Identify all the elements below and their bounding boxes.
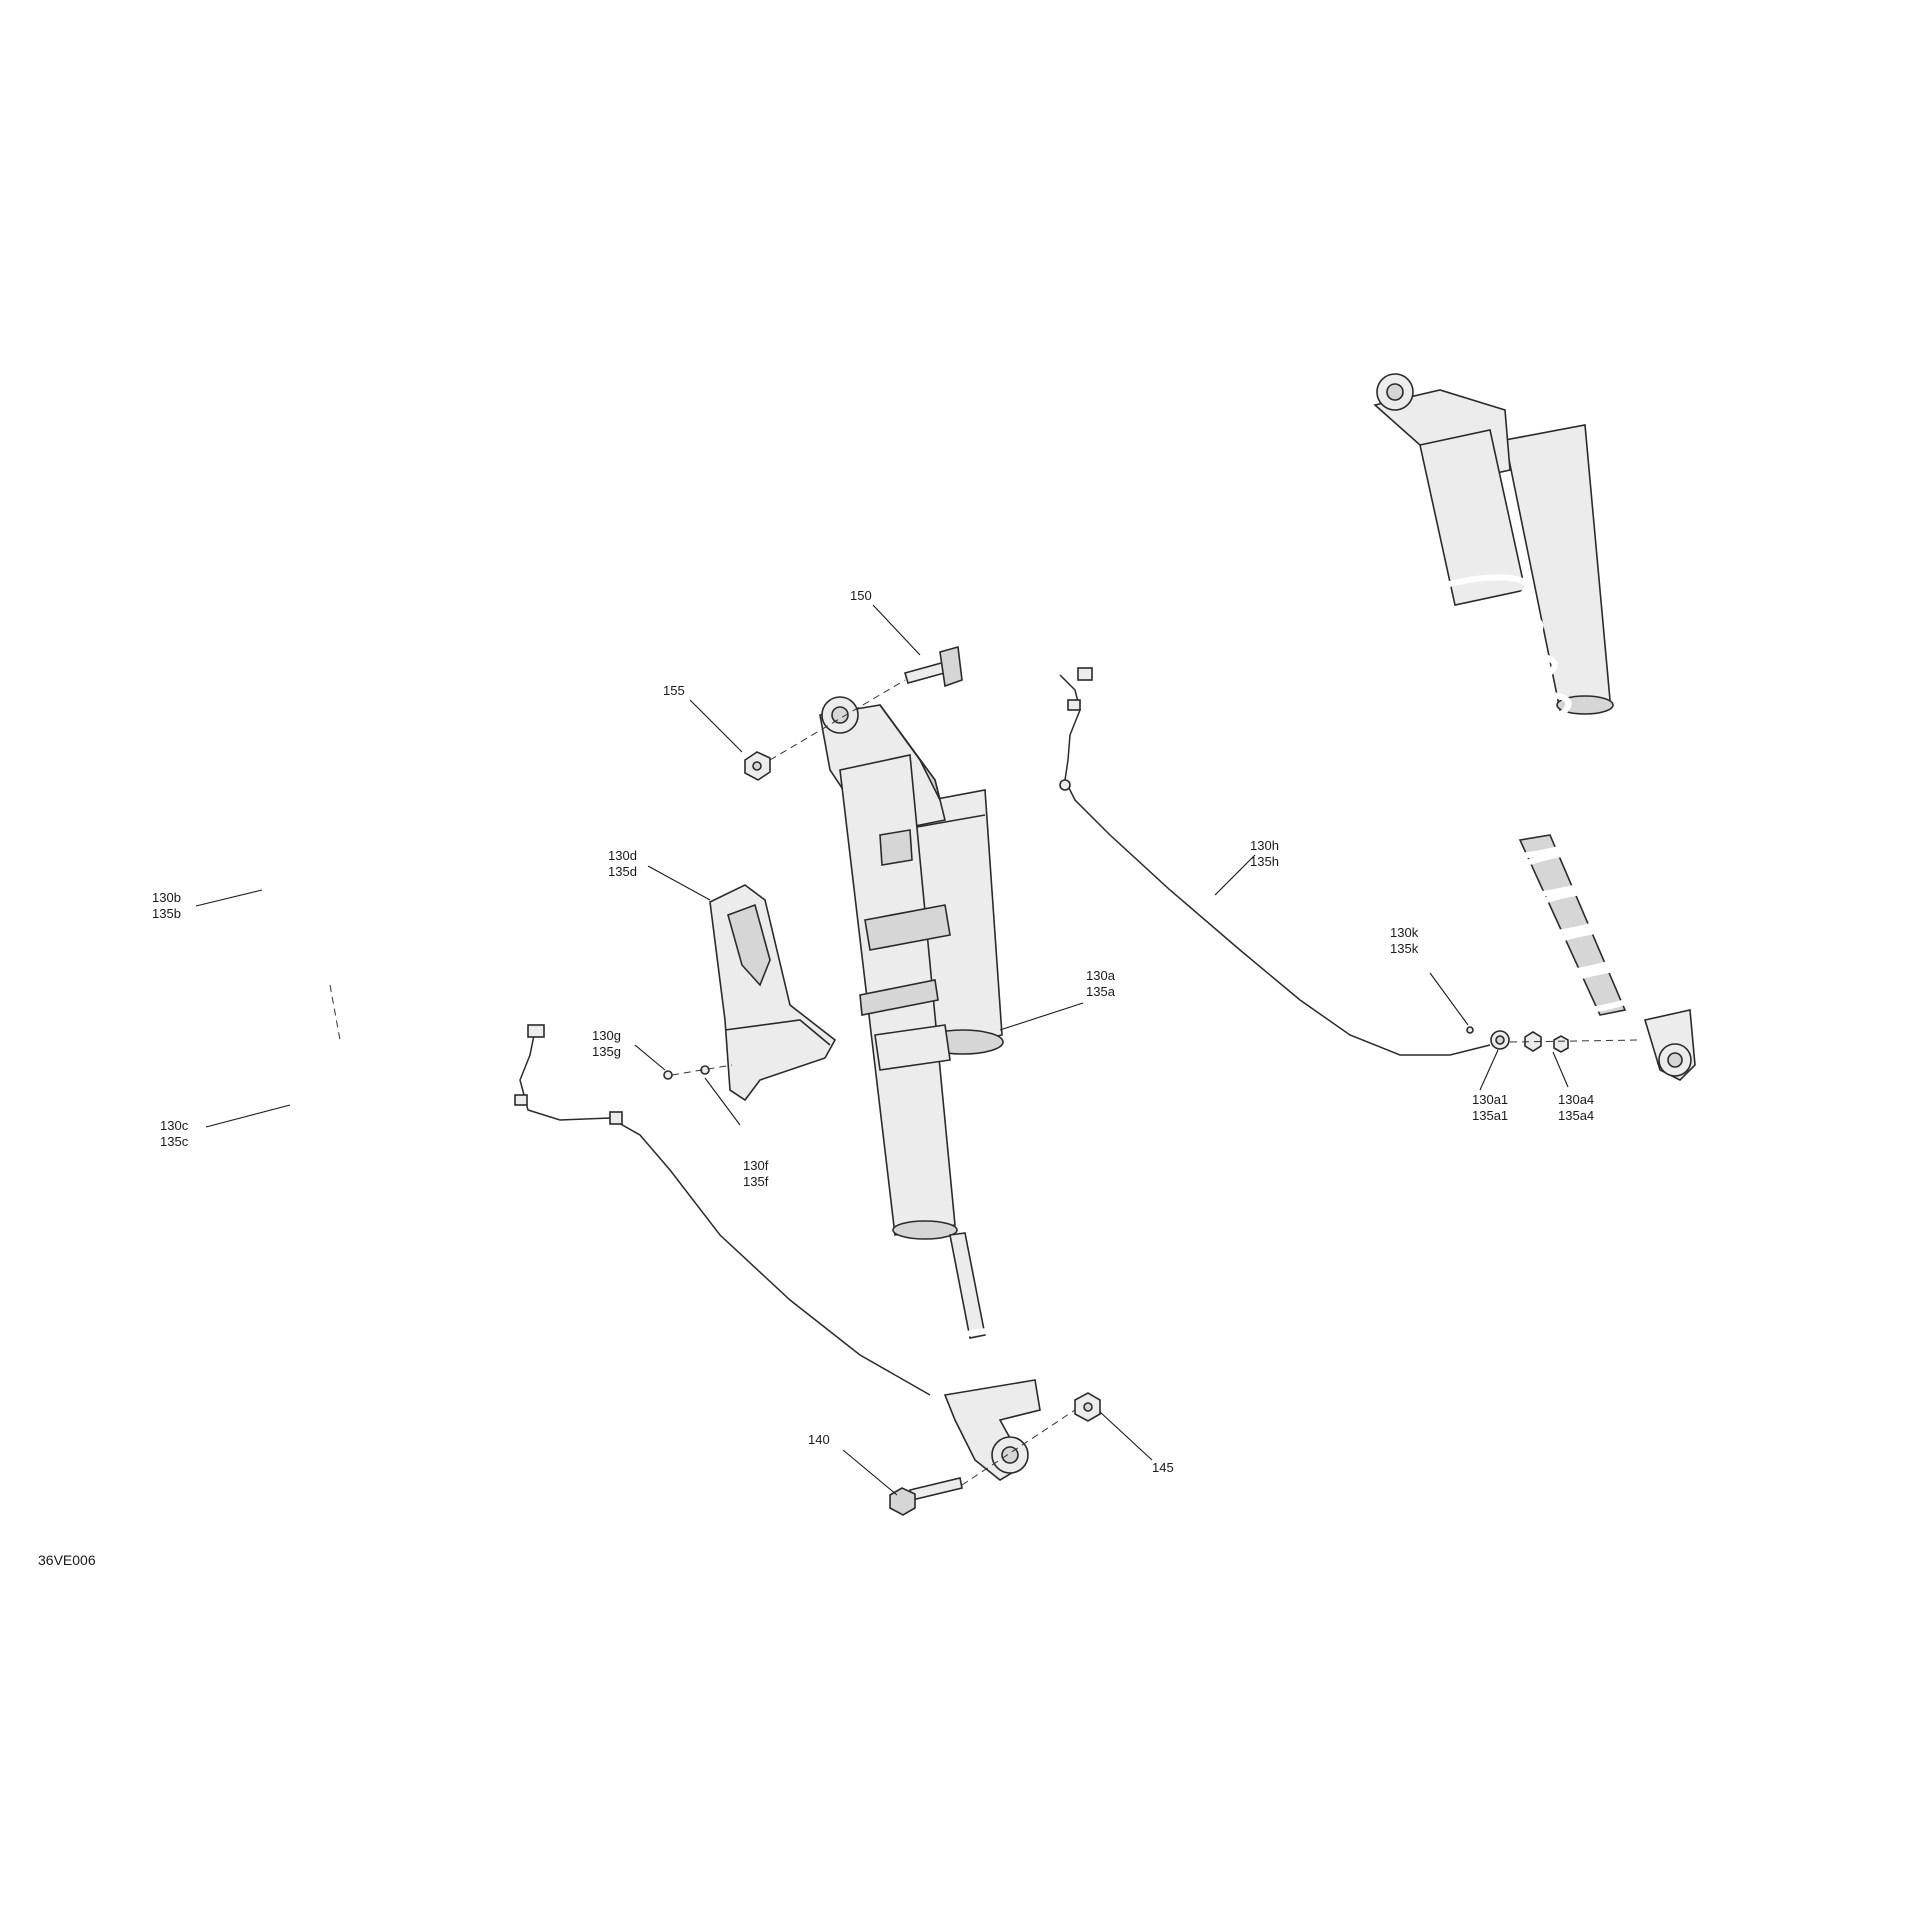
callout-130a-line1: 130a (1086, 968, 1115, 983)
callout-145: 145 (1152, 1460, 1174, 1475)
callout-130k-line1: 130k (1390, 925, 1419, 940)
spring-r-coils-coil-fill (1502, 886, 1642, 938)
callout-130h-line2: 135h (1250, 854, 1279, 869)
bump-stop-coils-coil-fill (951, 1350, 1013, 1374)
screw-axis-dash (671, 1064, 733, 1076)
callout-130c: 130c 135c (160, 1118, 188, 1150)
spring-r-coils-coil-fill (1530, 964, 1670, 1016)
clip-130k (1466, 1026, 1474, 1034)
callout-130g: 130g 135g (592, 1028, 621, 1060)
spring-r-coils-coil-fill (1488, 847, 1628, 899)
bolt-140 (889, 1477, 963, 1516)
callout-130a1-line2: 135a1 (1472, 1108, 1509, 1123)
callout-130a-line2: 135a (1086, 984, 1115, 999)
sensor-wire-left (514, 1024, 931, 1396)
spring-b-coils-coil-fill (272, 928, 382, 966)
callout-130h-line1: 130h (1250, 838, 1279, 853)
spring-c-coils-coil-fill (355, 1338, 485, 1382)
sensor-wire-right (1059, 667, 1491, 1056)
spring-b-coils-coil-fill (275, 953, 385, 991)
lower-mount-axis-dash (961, 1409, 1076, 1486)
callout-130c-line1: 130c (160, 1118, 189, 1133)
callout-130d-line2: 135d (608, 864, 637, 879)
spring-r-coils-coil-fill (1474, 808, 1614, 860)
spring-r-coils-coil-fill (1390, 574, 1530, 626)
spring-b-coils-coil-fill (261, 829, 371, 867)
center-shock-absorber (819, 696, 1041, 1481)
callout-130b-line2: 135b (152, 906, 181, 921)
bump-stop-coils-coil-fill (949, 1339, 1011, 1363)
drawing-reference-number: 36VE006 (38, 1552, 96, 1568)
callout-130a1: 130a1 135a1 (1472, 1092, 1508, 1124)
spring-axis-dash (329, 984, 341, 1041)
upper-spring-130b (261, 829, 385, 991)
spring-b-coils-coil-fill (269, 903, 379, 942)
callout-130h: 130h 135h (1250, 838, 1279, 870)
callout-130a: 130a 135a (1086, 968, 1115, 1000)
spring-r-coils-coil-fill (1516, 925, 1656, 977)
nut-145 (1074, 1392, 1101, 1422)
spring-r-coils-coil-fill (1418, 652, 1558, 704)
nut-130a4 (1524, 1031, 1542, 1052)
callout-130g-line1: 130g (592, 1028, 621, 1043)
callout-155: 155 (663, 683, 685, 698)
callout-150: 150 (850, 588, 872, 603)
callout-130b: 130b 135b (152, 890, 181, 922)
right-connector-axis-dash (1509, 1039, 1641, 1043)
heat-shield-bracket-130d (709, 884, 837, 1102)
nut-155 (744, 751, 771, 781)
spring-r-coils-coil-fill (1446, 730, 1586, 782)
spring-r-coils-coil-fill (1404, 613, 1544, 665)
connector-130a1 (1490, 1030, 1510, 1050)
callout-130a4: 130a4 135a4 (1558, 1092, 1594, 1124)
assembled-shock-absorber-right (1373, 373, 1696, 1081)
bump-stop-coils-coil-fill (953, 1361, 1015, 1385)
screw-130g (663, 1070, 673, 1080)
spring-b-coils-coil-fill (267, 878, 377, 917)
spring-r-coils-coil-fill (1460, 769, 1600, 821)
callout-130d-line1: 130d (608, 848, 637, 863)
callout-130k-line2: 135k (1390, 941, 1419, 956)
callout-130a4-line1: 130a4 (1558, 1092, 1595, 1107)
callout-130d: 130d 135d (608, 848, 637, 880)
callout-130a4-line2: 135a4 (1558, 1108, 1595, 1123)
bump-stop-coils-coil-fill (947, 1328, 1009, 1352)
leader-lines (195, 604, 1569, 1496)
bolt-150 (903, 645, 963, 688)
callout-130f-line2: 135f (743, 1174, 769, 1189)
callout-130f: 130f 135f (743, 1158, 768, 1190)
spring-r-coils-coil-fill (1432, 691, 1572, 743)
callout-130k: 130k 135k (1390, 925, 1418, 957)
small-nut-right (1553, 1035, 1569, 1053)
upper-mount-axis-dash (769, 679, 906, 761)
callout-130c-line2: 135c (160, 1134, 189, 1149)
callout-130b-line1: 130b (152, 890, 181, 905)
callout-140: 140 (808, 1432, 830, 1447)
callout-130f-line1: 130f (743, 1158, 769, 1173)
spring-b-coils-coil-fill (264, 854, 374, 892)
lower-spring-130c (285, 1023, 485, 1382)
callout-130a1-line1: 130a1 (1472, 1092, 1509, 1107)
callout-130g-line2: 135g (592, 1044, 621, 1059)
